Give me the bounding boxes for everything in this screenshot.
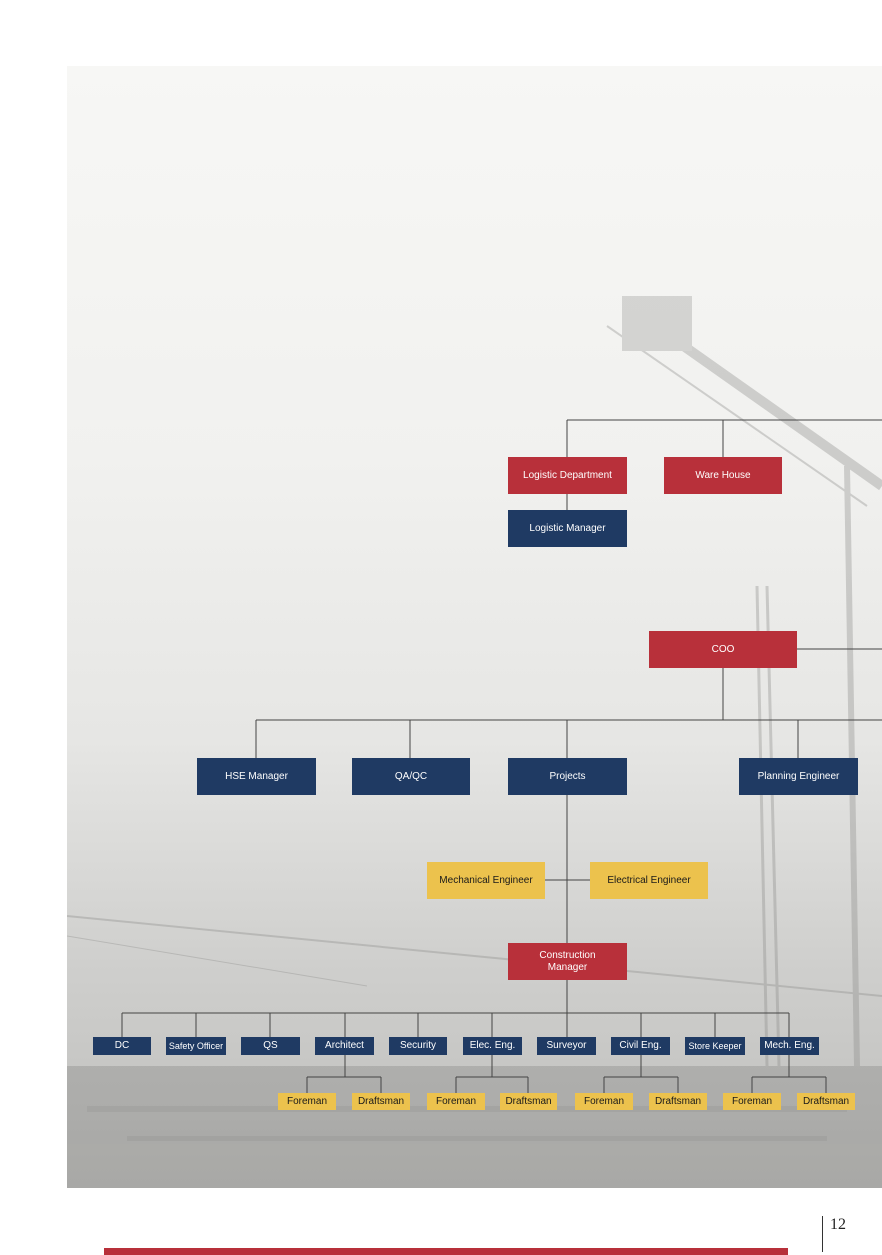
planning-engineer-box: Planning Engineer: [739, 758, 858, 795]
site-role-elec-eng: Elec. Eng.: [463, 1037, 522, 1055]
footer-bar: [104, 1248, 788, 1255]
site-role-civil-eng: Civil Eng.: [611, 1037, 670, 1055]
page-number-divider: [822, 1216, 823, 1252]
sub-role-draftsman: Draftsman: [797, 1093, 855, 1110]
sub-role-draftsman: Draftsman: [649, 1093, 707, 1110]
site-role-mech-eng: Mech. Eng.: [760, 1037, 819, 1055]
projects-box: Projects: [508, 758, 627, 795]
sub-role-foreman: Foreman: [723, 1093, 781, 1110]
sub-role-foreman: Foreman: [427, 1093, 485, 1110]
site-role-architect: Architect: [315, 1037, 374, 1055]
logistic-manager-box: Logistic Manager: [508, 510, 627, 547]
logistic-department-box: Logistic Department: [508, 457, 627, 494]
construction-manager-box: Construction Manager: [508, 943, 627, 980]
site-role-store-keeper: Store Keeper: [685, 1037, 745, 1055]
site-role-dc: DC: [93, 1037, 151, 1055]
mechanical-engineer-box: Mechanical Engineer: [427, 862, 545, 899]
electrical-engineer-box: Electrical Engineer: [590, 862, 708, 899]
construction-site-background: [67, 66, 882, 1188]
sub-role-draftsman: Draftsman: [500, 1093, 557, 1110]
qa-qc-box: QA/QC: [352, 758, 470, 795]
hse-manager-box: HSE Manager: [197, 758, 316, 795]
site-role-safety-officer: Safety Officer: [166, 1037, 226, 1055]
site-role-security: Security: [389, 1037, 447, 1055]
ware-house-box: Ware House: [664, 457, 782, 494]
sub-role-draftsman: Draftsman: [352, 1093, 410, 1110]
site-role-surveyor: Surveyor: [537, 1037, 596, 1055]
sub-role-foreman: Foreman: [575, 1093, 633, 1110]
page-number: 12: [830, 1216, 846, 1233]
coo-box: COO: [649, 631, 797, 668]
sub-role-foreman: Foreman: [278, 1093, 336, 1110]
site-role-qs: QS: [241, 1037, 300, 1055]
